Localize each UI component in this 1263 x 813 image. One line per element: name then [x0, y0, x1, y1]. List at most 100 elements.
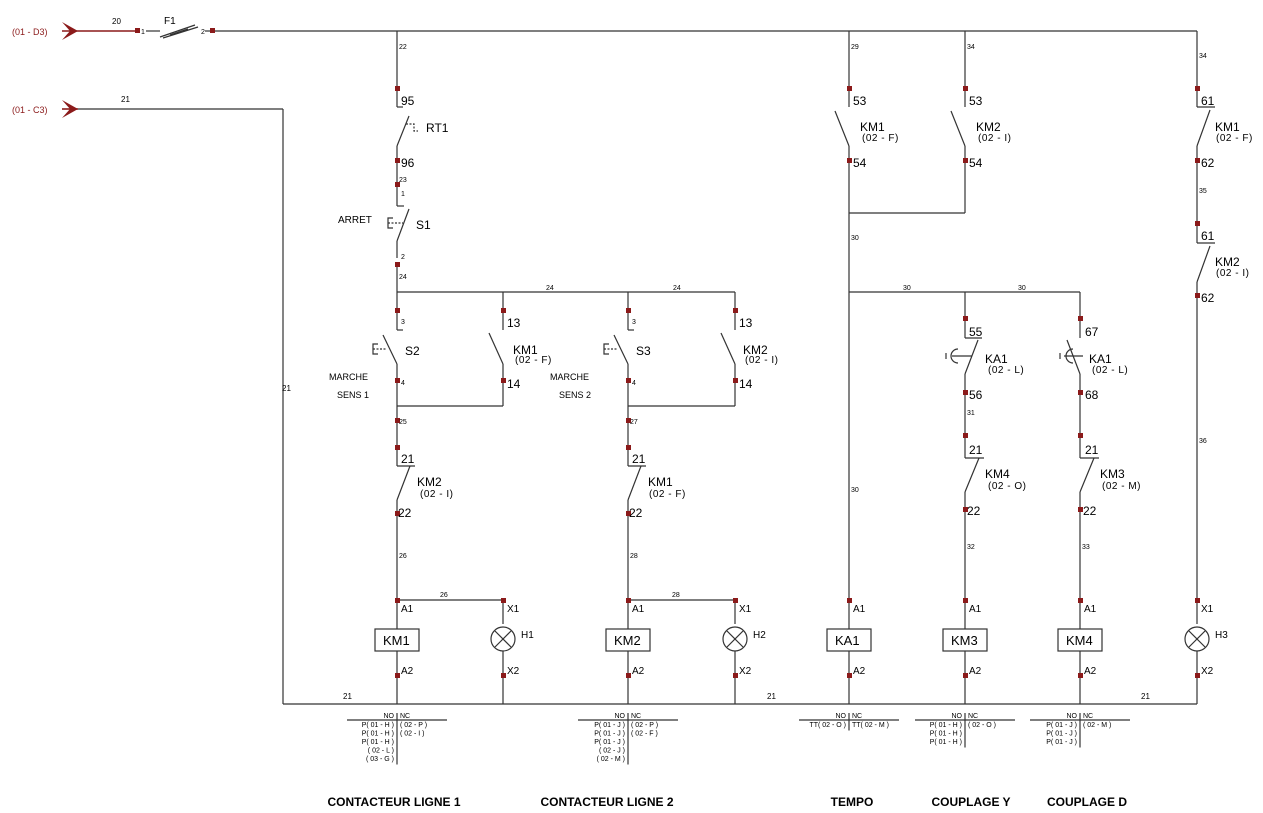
wire-number: 27 [630, 419, 638, 426]
coil-km2: A1 KM2 A2 [605, 598, 651, 704]
lamp-name: H3 [1215, 630, 1228, 641]
xref-no-row: P( 01 - J ) [1046, 731, 1077, 738]
coil-name: KA1 [835, 633, 860, 648]
node-30: 30 30 [849, 285, 1080, 293]
pin-label: 21 [1085, 443, 1099, 457]
xref-nc-row: ( 02 - P ) [631, 722, 658, 729]
pin-label: X1 [739, 604, 752, 615]
pin-label: 3 [632, 319, 636, 326]
wire-number: 21 [121, 95, 130, 104]
coil-name: KM3 [951, 633, 978, 648]
coil-ka1: A1 KA1 A2 [826, 598, 872, 704]
xref-no-row: ( 02 - L ) [368, 748, 394, 755]
pin-label: 3 [401, 319, 405, 326]
wire-number: 31 [967, 410, 975, 417]
component-name: KM1 [648, 475, 673, 489]
component-label: ARRET [338, 215, 372, 226]
pin-label: A2 [853, 666, 866, 677]
coil-km1: A1 KM1 A2 [374, 598, 420, 704]
fuse-pin-in: 1 [141, 29, 145, 36]
pin-label: X2 [507, 666, 520, 677]
branch-km1: 22 95 RT1 96 23 1 ARRET S1 2 [338, 31, 449, 310]
component-ref: (02 - I) [1216, 268, 1249, 279]
component-ref: (02 - F) [649, 489, 686, 500]
component-name: KA1 [985, 352, 1008, 366]
pin-label: A2 [401, 666, 414, 677]
wire-number: 33 [1082, 544, 1090, 551]
lamp-h3-branch: 34 61 KM1 (02 - F) 62 35 61 KM2 (02 - I)… [1195, 31, 1253, 598]
pin-label: 21 [969, 443, 983, 457]
pin-label: A1 [969, 604, 982, 615]
xref-no-row: P( 01 - J ) [594, 722, 625, 729]
thermal-relay-rt1: 95 RT1 96 [395, 91, 449, 170]
coil-km3: A1 KM3 A2 [942, 598, 988, 704]
xref-no-row: P( 01 - H ) [930, 722, 962, 729]
xref-nc-row: ( 02 - O ) [968, 722, 996, 729]
wire-number: 30 [851, 235, 859, 242]
pin-label: 22 [629, 506, 643, 520]
pin-label: 95 [401, 94, 415, 108]
wire-number: 21 [1141, 692, 1150, 701]
wire-number: 26 [399, 553, 407, 560]
pin-label: X1 [1201, 604, 1214, 615]
component-name: RT1 [426, 121, 449, 135]
pin-label: A1 [632, 604, 645, 615]
pin-label: 22 [1083, 504, 1097, 518]
xref-no-row: TT( 02 - O ) [809, 722, 846, 729]
component-name: KA1 [1089, 352, 1112, 366]
component-label: MARCHE [329, 372, 368, 382]
wire-number: 21 [343, 692, 352, 701]
wire-number: 30 [851, 487, 859, 494]
lamp-name: H2 [753, 630, 766, 641]
wire-number: 35 [1199, 188, 1207, 195]
xref-no-row: P( 01 - H ) [362, 731, 394, 738]
connector-c3: (01 - C3) 21 [12, 95, 130, 118]
pin-label: 21 [401, 452, 415, 466]
component-ref: (02 - F) [1216, 133, 1253, 144]
pin-label: A1 [1084, 604, 1097, 615]
pin-label: 2 [401, 254, 405, 261]
pin-label: A2 [1084, 666, 1097, 677]
xref-no-row: P( 01 - J ) [594, 731, 625, 738]
xref-no-row: ( 03 - G ) [366, 756, 394, 763]
fuse-f1: 1 F1 2 [135, 16, 215, 39]
lamp-h1: X1 H1 X2 [490, 598, 534, 704]
component-name: KM1 [513, 343, 538, 357]
pin-label: A2 [632, 666, 645, 677]
pin-label: 14 [739, 377, 753, 391]
node-24: 24 24 [397, 285, 735, 293]
xref-no-row: P( 01 - J ) [1046, 739, 1077, 746]
xref-header-no: NO [615, 713, 626, 720]
component-label: SENS 2 [559, 390, 591, 400]
xref-header-nc: NC [968, 713, 978, 720]
pin-label: 4 [632, 380, 636, 387]
component-name: S2 [405, 344, 420, 358]
component-ref: (02 - L) [988, 365, 1024, 376]
interlock-km2: 25 21 KM2 (02 - I) 22 26 26 [395, 418, 503, 601]
component-ref: (02 - I) [420, 489, 453, 500]
pin-label: 22 [967, 504, 981, 518]
component-name: S3 [636, 344, 651, 358]
xref-nc-row: TT( 02 - M ) [852, 722, 889, 729]
wire-number: 21 [282, 384, 291, 393]
component-name: S1 [416, 218, 431, 232]
xref-no-row: P( 01 - H ) [362, 739, 394, 746]
connector-label: (01 - D3) [12, 27, 48, 37]
xref-header-no: NO [384, 713, 395, 720]
wire-number: 20 [112, 17, 121, 26]
pin-label: X2 [1201, 666, 1214, 677]
column-title: CONTACTEUR LIGNE 1 [327, 795, 460, 809]
pin-label: 14 [507, 377, 521, 391]
xref-header-no: NO [1067, 713, 1078, 720]
pin-label: X1 [507, 604, 520, 615]
wire-number: 24 [399, 274, 407, 281]
wire-number: 22 [399, 44, 407, 51]
pin-label: 54 [969, 156, 983, 170]
start-sens1: 3 S2 MARCHE SENS 1 4 13 KM1 (02 - F) 14 [329, 292, 551, 420]
component-name: KM4 [985, 467, 1010, 481]
connector-d3: (01 - D3) 20 [12, 17, 138, 40]
component-ref: (02 - M) [1102, 481, 1141, 492]
